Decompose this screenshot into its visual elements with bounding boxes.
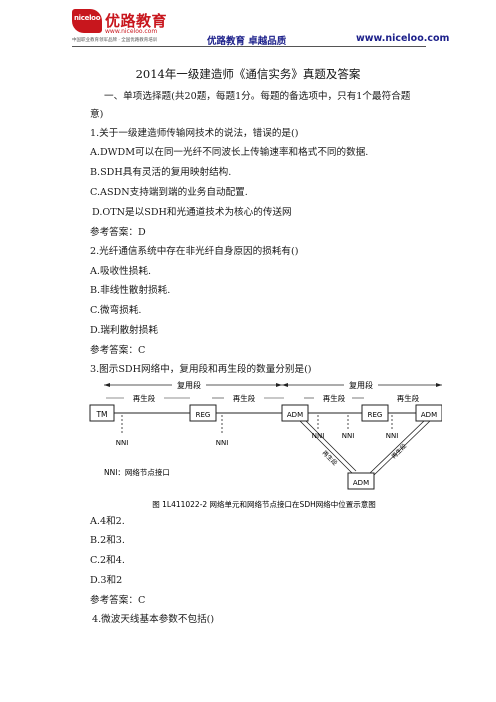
- adm-node-label: ADM: [287, 411, 303, 419]
- label-bg: [124, 393, 162, 403]
- section-intro: 一、单项选择题(共20题，每题1分。每题的备选项中，只有1个最符合题: [104, 91, 411, 102]
- logo-badge: niceloo: [72, 9, 102, 33]
- nni-label: NNI: [342, 432, 355, 440]
- regen-label: 再生段: [397, 393, 420, 403]
- question-3-stem: 3.图示SDH网络中，复用段和再生段的数量分别是(): [90, 364, 312, 375]
- arrow-head: [276, 383, 282, 387]
- question-3-answer: 参考答案：C: [90, 595, 146, 606]
- arrow-head: [282, 383, 288, 387]
- site-url: www.niceloo.com: [356, 33, 450, 44]
- arrow-head: [104, 383, 110, 387]
- nni-label: NNI: [386, 432, 399, 440]
- adm-node-label: ADM: [421, 411, 437, 419]
- question-1-option: C.ASDN支持端到端的业务自动配置.: [90, 187, 248, 198]
- question-3-option: C.2和4.: [90, 555, 125, 566]
- adm-node: [281, 404, 309, 422]
- regen-label: 再生段: [233, 393, 256, 403]
- reg-node: [361, 404, 389, 422]
- question-2-answer: 参考答案：C: [90, 345, 146, 356]
- adm-node: [347, 472, 375, 490]
- logo-name: 优路教育: [105, 12, 168, 30]
- ring-link: [299, 420, 353, 474]
- adm-node-label: ADM: [353, 479, 369, 487]
- brand-logo: niceloo 优路教育 www.niceloo.com 中国职业教育领军品牌 …: [72, 9, 176, 45]
- label-bg: [388, 393, 426, 403]
- tm-node: [89, 404, 115, 422]
- figure-caption: 图 1L411022-2 网络单元和网络节点接口在SDH网络中位置示意图: [152, 499, 376, 509]
- label-bg: [172, 379, 206, 390]
- question-1-option: D.OTN是以SDH和光通道技术为核心的传送网: [92, 207, 292, 218]
- logo-slogan: 中国职业教育领军品牌 · 全国优路教育培训: [72, 38, 158, 43]
- multiplex-label: 复用段: [349, 380, 373, 390]
- nni-label: NNI: [116, 439, 129, 447]
- question-2-option: D.瑞利散射损耗: [90, 325, 158, 336]
- ring-link: [373, 420, 431, 476]
- question-1-stem: 1.关于一级建造师传输网技术的说法，错误的是(): [90, 128, 299, 139]
- question-1-option: A.DWDM可以在同一光纤不同波长上传输速率和格式不同的数据.: [90, 147, 369, 158]
- sdh-network-diagram: 复用段 复用段 再生段 再生段 再生段 再生段 TM REG ADM REG: [89, 379, 443, 509]
- ring-link: [305, 420, 357, 472]
- sdh-network-figure: 复用段 复用段 再生段 再生段 再生段 再生段 TM REG ADM REG: [86, 377, 443, 511]
- multiplex-label: 复用段: [177, 380, 201, 390]
- section-intro-cont: 意): [90, 109, 104, 120]
- document-title: 2014年一级建造师《通信实务》真题及答案: [135, 67, 361, 81]
- question-3-option: A.4和2.: [90, 516, 125, 527]
- question-1-option: B.SDH具有灵活的复用映射结构.: [90, 167, 232, 178]
- regen-label: 再生段: [323, 393, 346, 403]
- question-4-stem: 4.微波天线基本参数不包括(): [92, 614, 215, 625]
- question-2-option: B.非线性散射损耗.: [90, 285, 171, 296]
- reg-node-label: REG: [368, 411, 383, 419]
- logo-url: www.niceloo.com: [105, 28, 158, 35]
- question-1-answer: 参考答案：D: [90, 227, 146, 238]
- label-bg: [314, 393, 352, 403]
- label-bg: [224, 393, 262, 403]
- nni-label: NNI: [312, 432, 325, 440]
- tm-node-label: TM: [95, 410, 107, 419]
- arrow-head: [436, 383, 442, 387]
- ring-link: [369, 420, 425, 474]
- question-2-option: A.吸收性损耗.: [90, 266, 151, 277]
- question-2-stem: 2.光纤通信系统中存在非光纤自身原因的损耗有(): [90, 246, 299, 257]
- question-2-option: C.微弯损耗.: [90, 305, 142, 316]
- logo-badge-text: niceloo: [74, 14, 101, 22]
- reg-node: [189, 404, 217, 422]
- reg-node-label: REG: [196, 411, 211, 419]
- brand-slogan: 优路教育 卓越品质: [207, 36, 287, 47]
- label-bg: [344, 379, 378, 390]
- nni-label: NNI: [216, 439, 229, 447]
- question-3-option: D.3和2: [90, 575, 123, 586]
- header-divider: [72, 46, 426, 47]
- nni-legend: NNI：网络节点接口: [104, 467, 170, 477]
- question-3-option: B.2和3.: [90, 535, 125, 546]
- regen-label: 再生段: [133, 393, 156, 403]
